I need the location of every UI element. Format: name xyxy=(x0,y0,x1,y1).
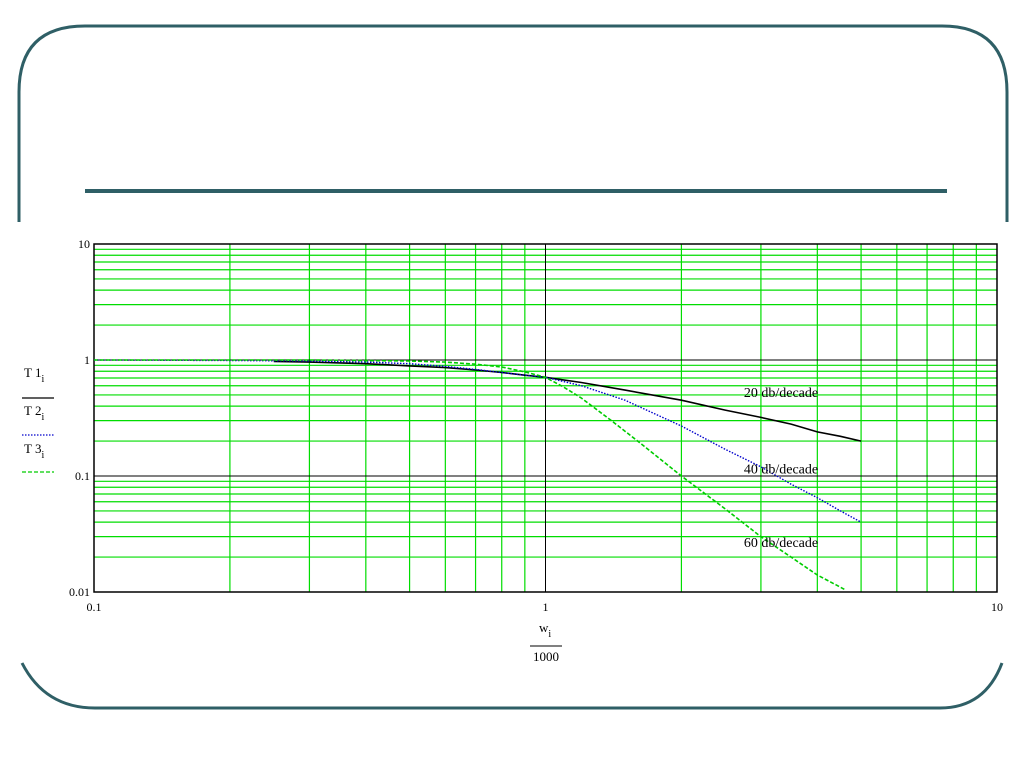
slope-annotation: 40 db/decade xyxy=(744,463,818,478)
y-tick-label: 10 xyxy=(78,237,90,251)
y-tick-label: 0.1 xyxy=(75,469,90,483)
legend-t3-label: T 3i xyxy=(24,441,44,461)
series-line-t1 xyxy=(273,360,862,442)
y-tick-label: 0.01 xyxy=(69,585,90,599)
y-tick-label: 1 xyxy=(84,353,90,367)
series xyxy=(93,359,862,591)
legend-t2-label: T 2i xyxy=(24,403,44,423)
plot-border xyxy=(93,243,998,593)
frame-top-arc xyxy=(17,24,1009,222)
x-tick-label: 10 xyxy=(991,600,1003,614)
legend-t1-label: T 1i xyxy=(24,365,44,385)
series-line-t3 xyxy=(94,359,846,591)
x-tick-label: 0.1 xyxy=(87,600,102,614)
slope-annotation: 20 db/decade xyxy=(744,386,818,401)
grid xyxy=(93,243,998,593)
x-label-numerator: wi xyxy=(539,620,551,640)
series-line-t2 xyxy=(93,359,862,523)
x-tick-label: 1 xyxy=(543,600,549,614)
x-label-denominator: 1000 xyxy=(533,649,559,664)
slope-annotation: 60 db/decade xyxy=(744,536,818,551)
y-axis-legend: T 1i T 2i T 3i xyxy=(22,365,54,473)
frame-bottom-arc xyxy=(20,662,1004,710)
annotations: 20 db/decade 40 db/decade 60 db/decade xyxy=(744,386,818,551)
x-axis-label: wi 1000 xyxy=(530,620,562,664)
